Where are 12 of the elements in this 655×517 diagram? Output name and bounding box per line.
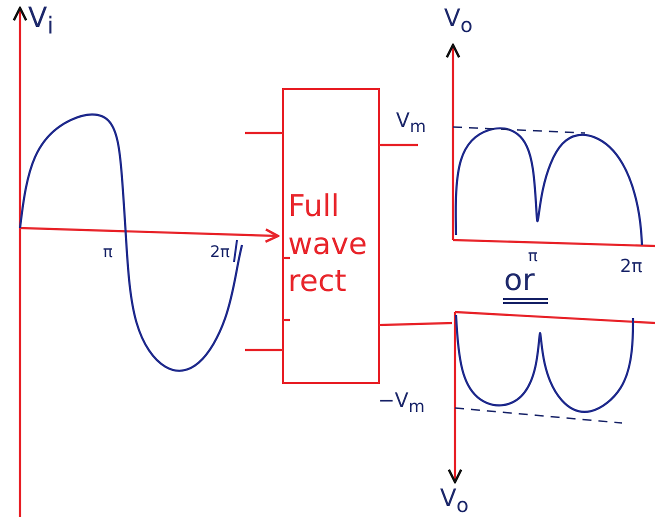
tick-label: 2π	[620, 258, 642, 276]
axis-label: V$_{o}$	[440, 486, 469, 515]
tick-label: π	[528, 248, 538, 264]
rectifier-block	[282, 88, 380, 384]
axis-value-label: V$_{m}$	[396, 110, 426, 136]
axis-label: V$_{i}$	[28, 4, 54, 38]
axis-value-label: −V$_{m}$	[378, 390, 425, 416]
tick-label: 2π	[210, 244, 230, 260]
alternative-label: or	[504, 266, 535, 296]
axis-label: V$_{o}$	[444, 6, 473, 35]
block-label: Full wave rect	[288, 188, 368, 300]
tick-label: π	[103, 244, 113, 260]
